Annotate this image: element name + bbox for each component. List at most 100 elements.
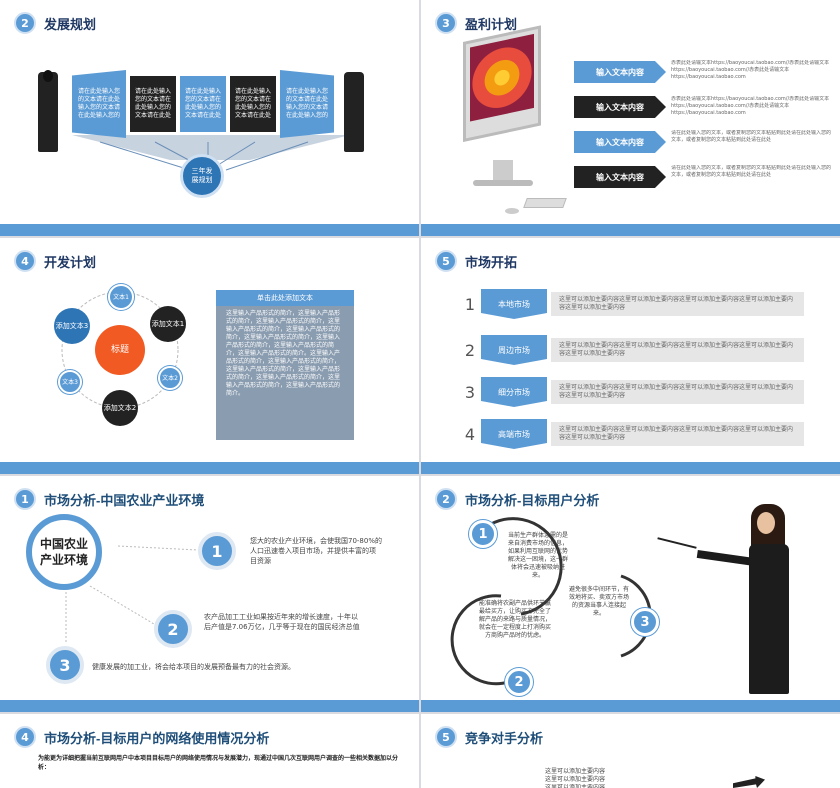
slide-title: 市场分析-目标用户分析 [465,492,600,508]
cycle-ring [61,291,179,409]
cycle-node-add1: 添加文本1 [150,306,186,342]
row-text: 这里可以添加主要内容这里可以添加主要内容这里可以添加主要内容这里可以添加主要内容… [551,380,804,404]
section-number-badge: 4 [14,726,36,748]
slide-competitor-analysis[interactable]: 5 竞争对手分析 这里可以添加主要内容 这里可以添加主要内容 这里可以添加主要内… [421,714,840,788]
slide-title: 市场分析-目标用户的网络使用情况分析 [44,730,270,746]
businessman-right-figure [344,72,364,152]
row-number: 3 [464,382,476,402]
slide-network-usage-analysis[interactable]: 4 市场分析-目标用户的网络使用情况分析 为能更为详细把握当前互联网用户中本项目… [0,714,419,788]
user-point-2-badge: 2 [505,668,533,696]
slide-development-plan[interactable]: 2 发展规划 请在此处输入您的文本请在此处输入您的文本请在此处输入您的 请在此处… [0,0,419,236]
slide-profit-plan[interactable]: 3 盈利计划 输入文本内容 赤表此处请输文本https://baoyoucai.… [421,0,840,236]
section-number-badge: 1 [14,488,36,510]
dotted-connectors [65,545,199,642]
slide-header: 2 市场分析-目标用户分析 [435,486,599,512]
profit-text-1: 赤表此处请输文本https://baoyoucai.taobao.com//赤表… [671,60,830,80]
row-number: 1 [464,294,476,314]
slide-title: 盈利计划 [465,16,518,32]
user-point-3-badge: 3 [631,608,659,636]
row-label: 周边市场 [481,335,547,365]
cycle-node-text3: 文本3 [58,370,82,394]
user-point-3-text: 避免很多中间环节，有效地将买、卖双方市场的资源当事人连接起来。 [569,586,630,617]
businessman-left-figure [38,72,58,152]
user-point-1-badge: 1 [469,520,497,548]
slide-header: 5 市场开拓 [435,248,517,274]
slide-header: 2 发展规划 [14,10,96,36]
presenter-face [757,512,775,534]
slide-title: 发展规划 [44,16,97,32]
point-text-1: 您大的农业产业环境，会使我国70-80%的人口迅速卷入项目市场，并提供丰富的项目… [250,537,382,565]
cycle-node-text1: 文本1 [108,284,134,310]
flower-image [470,33,534,122]
plan-box-4: 请在此处输入您的文本请在此处输入您的文本请在此处 [230,76,276,132]
cycle-center-title: 标题 [95,325,145,375]
info-panel-title: 单击此处添加文本 [216,290,354,306]
user-point-2-text: 能准确将农副产品供环节赢最给买方，让购买方完全了解产品的来路与质量情况，就会在一… [479,600,552,639]
point-text-2: 农产品加工工业如果按近年来的增长速度，十年以后产值是7.06万亿，几乎等于现在的… [204,613,360,631]
section-number-badge: 2 [435,488,457,510]
presenter-body [749,544,789,694]
row-text: 这里可以添加主要内容这里可以添加主要内容这里可以添加主要内容这里可以添加主要内容… [551,338,804,362]
info-panel: 单击此处添加文本 这里输入产品形式的简介，这里输入产品形式的简介，这里输入产品形… [216,290,354,440]
keyboard [523,198,567,208]
row-label: 高端市场 [481,419,547,449]
content-line-3: 这里可以添加主要内容 [545,784,606,788]
slide-development-schedule[interactable]: 4 开发计划 标题 文本1 添加文本1 文本2 添加文本2 文本3 添加文本3 … [0,238,419,474]
footer-bar [421,224,840,236]
imac-illustration [463,25,541,186]
connector-lines [72,135,350,171]
cycle-node-text2: 文本2 [158,366,182,390]
row-number: 4 [464,424,476,444]
section-number-badge: 2 [14,12,36,34]
monitor-base [473,180,533,186]
slide-market-expansion[interactable]: 5 市场开拓 1 本地市场 这里可以添加主要内容这里可以添加主要内容这里可以添加… [421,238,840,474]
market-row-3: 3 细分市场 这里可以添加主要内容这里可以添加主要内容这里可以添加主要内容这里可… [459,377,804,407]
section-number-badge: 3 [435,12,457,34]
profit-label-3: 输入文本内容 [574,131,666,153]
row-label: 本地市场 [481,289,547,319]
profit-label-1: 输入文本内容 [574,61,666,83]
monitor-screen [463,25,541,143]
footer-bar [421,462,840,474]
profit-text-3: 请在此处输入您的文本，或者复制您的文本粘贴到此处请在此处输入您的文本，或者复制您… [671,130,831,143]
slide-header: 5 竞争对手分析 [435,724,543,750]
slide-target-user-analysis[interactable]: 2 市场分析-目标用户分析 1 当前生产群体急需的是来自消费市场的信息，如果利用… [421,476,840,712]
row-number: 2 [464,340,476,360]
section-number-badge: 4 [14,250,36,272]
slide-title: 竞争对手分析 [465,730,544,746]
footer-bar [0,462,419,474]
plan-box-1: 请在此处输入您的文本请在此处输入您的文本请在此处输入您的 [72,70,126,138]
point-number-1: 1 [198,532,236,570]
section-number-badge: 5 [435,250,457,272]
monitor-stand [493,160,513,182]
cycle-node-add2: 添加文本2 [102,390,138,426]
row-text: 这里可以添加主要内容这里可以添加主要内容这里可以添加主要内容这里可以添加主要内容… [551,422,804,446]
section-number-badge: 5 [435,726,457,748]
market-row-4: 4 高端市场 这里可以添加主要内容这里可以添加主要内容这里可以添加主要内容这里可… [459,419,804,449]
profit-label-2: 输入文本内容 [574,96,666,118]
footer-bar [0,700,419,712]
slide-agriculture-environment[interactable]: 1 市场分析-中国农业产业环境 中国农业产业环境 1 您大的农业产业环境，会使我… [0,476,419,712]
plan-box-5: 请在此处输入您的文本请在此处输入您的文本请在此处输入您的 [280,70,334,138]
slide-header: 4 市场分析-目标用户的网络使用情况分析 [14,724,269,750]
content-line-2: 这里可以添加主要内容 [545,776,606,783]
profit-text-4: 请在此处输入您的文本，或者复制您的文本粘贴到此处请在此处输入您的文本，或者复制您… [671,165,831,178]
row-label: 细分市场 [481,377,547,407]
footer-bar [0,224,419,236]
slide-header: 3 盈利计划 [435,10,517,36]
slide-header: 1 市场分析-中国农业产业环境 [14,486,204,512]
intro-text: 为能更为详细把握当前互联网用户中本项目目标用户的网络使用情况与发展潜力，现通过中… [38,755,399,771]
user-point-1-text: 当前生产群体急需的是来自消费市场的信息，如果利用互联网的优势解决这一困境，这一群… [507,532,568,579]
point-text-3: 健康发展的加工业，将会给本项目的发展预备最有力的社会资源。 [92,663,295,671]
plan-box-3: 请在此处输入您的文本请在此处输入您的文本请在此处 [180,76,226,132]
presenter-woman-figure [696,504,807,698]
market-row-1: 1 本地市场 这里可以添加主要内容这里可以添加主要内容这里可以添加主要内容这里可… [459,289,804,319]
businessman-left-head [43,70,53,82]
cycle-node-add3: 添加文本3 [54,308,90,344]
slide-title: 开发计划 [44,254,97,270]
row-text: 这里可以添加主要内容这里可以添加主要内容这里可以添加主要内容这里可以添加主要内容… [551,292,804,316]
central-topic-circle: 中国农业产业环境 [26,514,102,590]
plan-box-2: 请在此处输入您的文本请在此处输入您的文本请在此处 [130,76,176,132]
footer-bar [421,700,840,712]
profit-text-2: 赤表此处请输文本https://baoyoucai.taobao.com//赤表… [671,96,830,116]
